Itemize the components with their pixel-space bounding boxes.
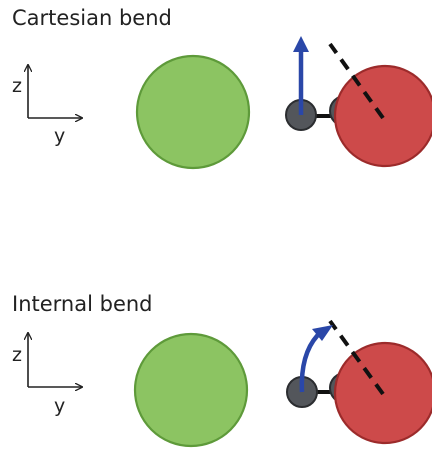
axes: z y (12, 65, 82, 147)
y-axis-label: y (54, 395, 65, 417)
dashed-line (328, 319, 385, 396)
panel-title: Internal bend (12, 292, 153, 316)
green-sphere (135, 54, 251, 170)
internal-bend-panel: Internal bend z y (12, 292, 432, 448)
cartesian-bend-panel: Cartesian bend z y (12, 6, 432, 170)
panel-title: Cartesian bend (12, 6, 172, 30)
molecule (286, 319, 432, 445)
curved-arrow (299, 325, 333, 393)
green-sphere (133, 332, 249, 448)
axes: z y (12, 333, 82, 417)
z-axis-label: z (12, 344, 22, 366)
molecule (285, 42, 432, 168)
dashed-line (328, 42, 385, 120)
straight-arrow (293, 36, 309, 115)
y-axis-label: y (54, 125, 65, 147)
z-axis-label: z (12, 75, 22, 97)
